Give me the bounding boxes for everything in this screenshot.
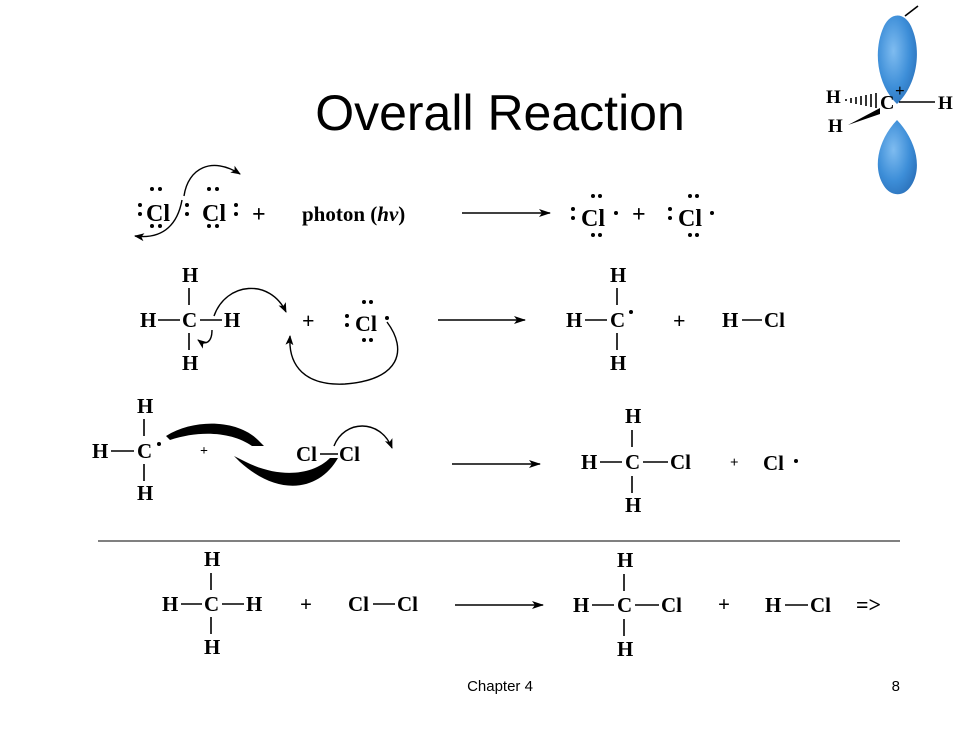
curved-arrow-ch-bond-small [197,329,213,349]
hashed-wedge-bond [845,93,877,108]
chloromethane-cl: Cl [661,593,682,617]
reaction-3-propagation: H H C H + Cl Cl H H C Cl H + Cl [92,394,798,517]
methyl-h-bottom: H [610,351,626,375]
reactant-cl-left: Cl [146,201,170,227]
methane-h-top: H [204,547,220,571]
methane-h-left: H [162,592,178,616]
plus-sign: + [673,308,686,333]
methyl-h-left: H [92,439,108,463]
chloromethane-h-left: H [581,450,597,474]
curved-arrow-cl-radical [285,321,399,385]
orbital-positive-charge: + [895,81,905,100]
methyl-carbon-radical: C [137,439,152,463]
methane-h-bottom: H [182,351,198,375]
orbital-h-bottom-left: H [828,116,843,137]
p-orbital-bottom-lobe [877,120,917,195]
product-cl-radical-1: Cl [581,206,605,232]
cl2-right: Cl [339,442,360,466]
methane-h-bottom: H [204,635,220,659]
curved-arrow-homolysis-right [183,164,241,197]
cl2-left: Cl [296,442,317,466]
cl-radical-product: Cl [763,451,784,475]
orbital-h-top-left: H [826,87,841,108]
chloromethane-h-top: H [625,404,641,428]
curved-arrow-homolysis-left [134,199,183,242]
photon-label: photon (hν) [302,202,405,226]
chloromethane-carbon: C [625,450,640,474]
curved-arrow-cl-cl-bond [333,425,393,449]
orbital-carbon: C [880,92,894,114]
orbital-h-right: H [938,93,953,114]
solid-wedge-bond [848,108,880,125]
plus-sign: + [300,592,312,616]
chloromethane-carbon: C [617,593,632,617]
methane-h-top: H [182,263,198,287]
plus-sign: + [302,308,315,333]
methane-carbon: C [182,308,197,332]
hcl-h: H [765,593,781,617]
lone-pair-dots [138,187,238,228]
cl-radical: Cl [355,311,377,336]
chloromethane-h-left: H [573,593,589,617]
radical-dot [629,310,633,314]
plus-sign: + [632,202,646,228]
page-number: 8 [891,678,900,695]
footer-chapter: Chapter 4 [467,678,533,695]
plus-sign: + [718,592,730,616]
cl2-right: Cl [397,592,418,616]
radical-dot [794,459,798,463]
carbocation-orbital-diagram: H C + H H [826,5,953,195]
methane-h-right: H [224,308,240,332]
hcl-cl: Cl [764,308,785,332]
methyl-carbon-radical: C [610,308,625,332]
curved-arrow-ch-bond [213,287,287,317]
hcl-cl: Cl [810,593,831,617]
overall-reaction: H H C H H + Cl Cl H H C Cl H + H [162,547,881,661]
fishhook-arrow-upper [166,423,264,446]
reactant-cl-right: Cl [202,201,226,227]
methane-h-left: H [140,308,156,332]
methyl-h-top: H [610,263,626,287]
chloromethane-h-top: H [617,548,633,572]
slide-title: Overall Reaction [315,85,685,141]
implies-arrow: => [856,592,881,617]
hcl-h: H [722,308,738,332]
chloromethane-cl: Cl [670,450,691,474]
methyl-h-left: H [566,308,582,332]
p-orbital-top-lobe [877,15,917,104]
reaction-2-propagation: H H C H H + Cl H H C [140,263,785,385]
chloromethane-h-bottom: H [625,493,641,517]
plus-sign: + [730,455,739,471]
plus-sign: + [252,202,266,228]
radical-dots [571,194,714,237]
reaction-1-initiation: Cl Cl + photon (hν) [134,164,714,242]
methyl-h-top: H [137,394,153,418]
methane-h-right: H [246,592,262,616]
cl-lone-pairs [345,300,389,342]
chloromethane-h-bottom: H [617,637,633,661]
fishhook-arrow-lower [234,456,338,486]
product-cl-radical-2: Cl [678,206,702,232]
orbital-axis-tip [904,5,919,17]
methane-carbon: C [204,592,219,616]
cl2-left: Cl [348,592,369,616]
plus-sign: + [200,444,208,459]
methyl-h-bottom: H [137,481,153,505]
radical-dot [157,442,161,446]
